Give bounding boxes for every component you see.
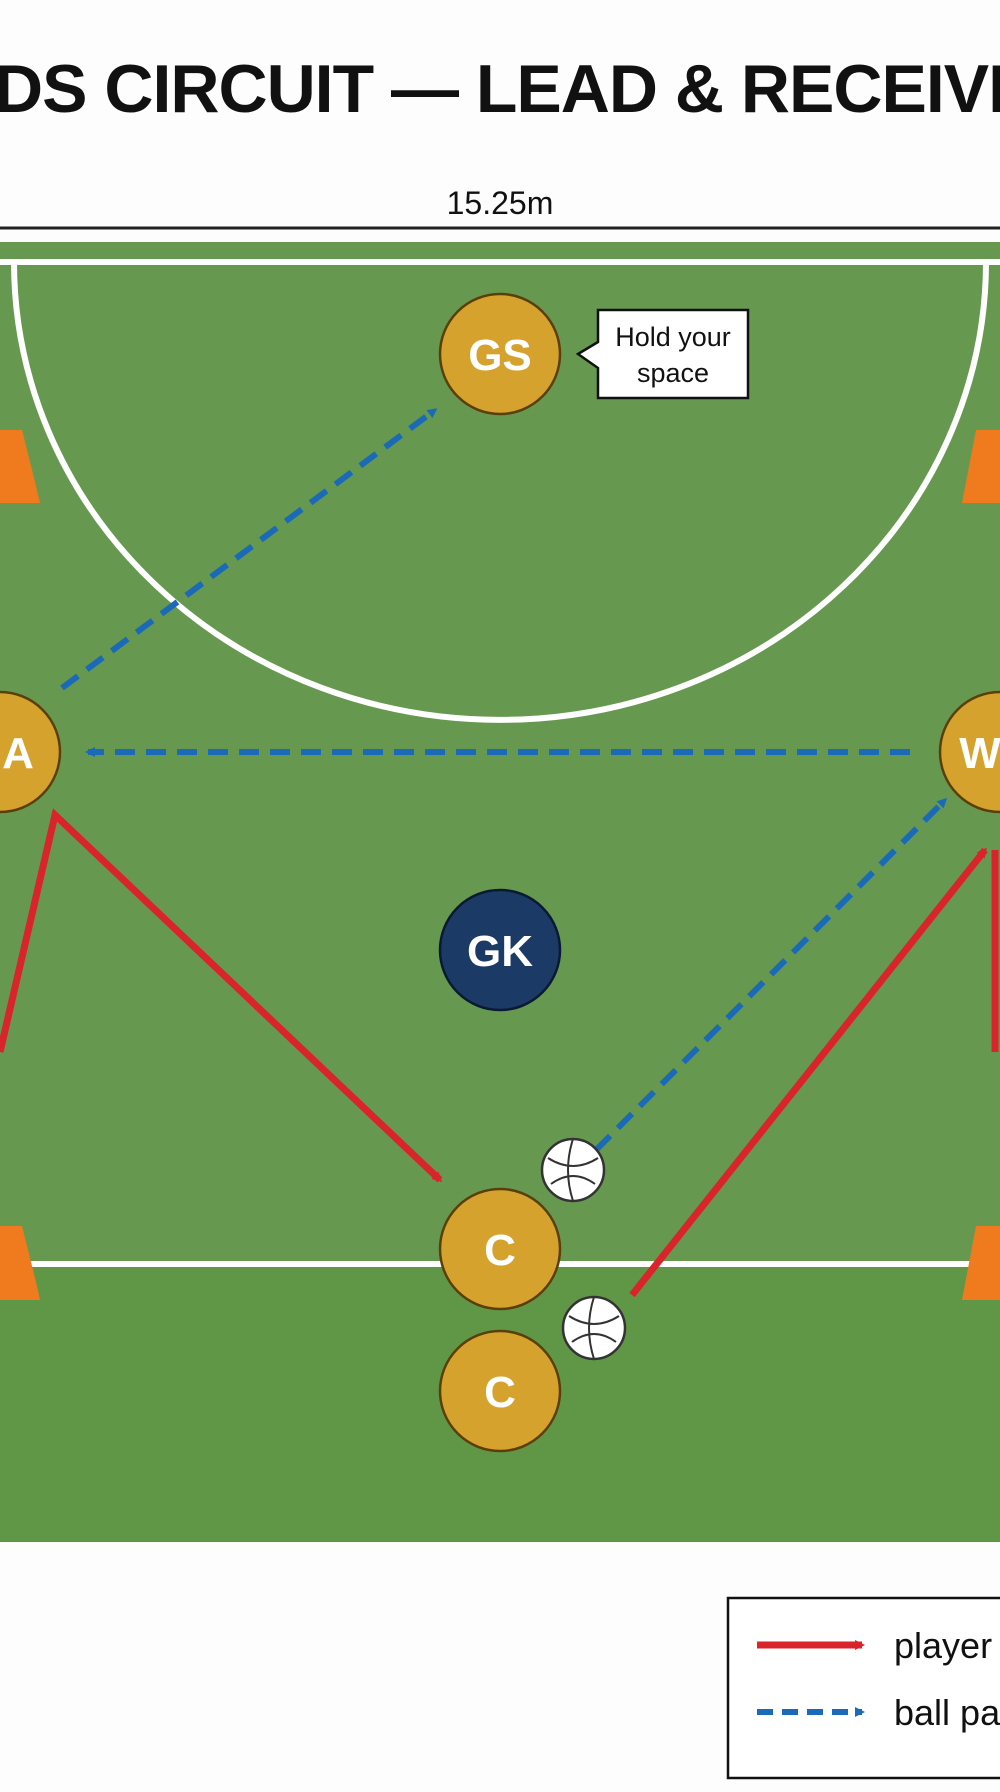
player-label: W [959,729,1000,778]
player-label: C [484,1226,516,1275]
player-ga: A [0,690,62,814]
callout-line-2: space [637,358,709,388]
player-c-front: C [438,1187,562,1311]
netball-icon [540,1137,606,1203]
cone-icon [962,1226,1000,1300]
ball-pass-arrow [60,407,438,691]
cone-icon [0,1226,40,1300]
shooting-circle [11,261,989,723]
legend-label-ball-pass: ball pa [894,1692,1000,1733]
player-movement-arrow [629,847,988,1298]
ball-pass-arrow [593,797,948,1153]
player-c-back: C [438,1329,562,1453]
cone-icon [962,430,1000,503]
player-gk: GK [438,888,562,1012]
netball-icon [561,1295,627,1361]
cone-icon [0,430,40,503]
legend-box [726,1596,1000,1780]
legend: player ball pa [726,1596,1000,1780]
player-label: GS [468,331,532,380]
player-movement-arrow [0,808,443,1183]
player-label: A [2,729,34,778]
player-gs: GS [438,292,562,416]
player-label: C [484,1368,516,1417]
player-label: GK [467,927,533,976]
player-wa: W [938,690,1000,814]
coaching-callout: Hold your space [575,308,750,400]
court-width-label: 15.25m [447,185,554,221]
legend-label-player: player [894,1625,992,1666]
callout-line-1: Hold your [615,322,731,352]
drill-title: DS CIRCUIT — LEAD & RECEIVE PR [0,55,1000,123]
